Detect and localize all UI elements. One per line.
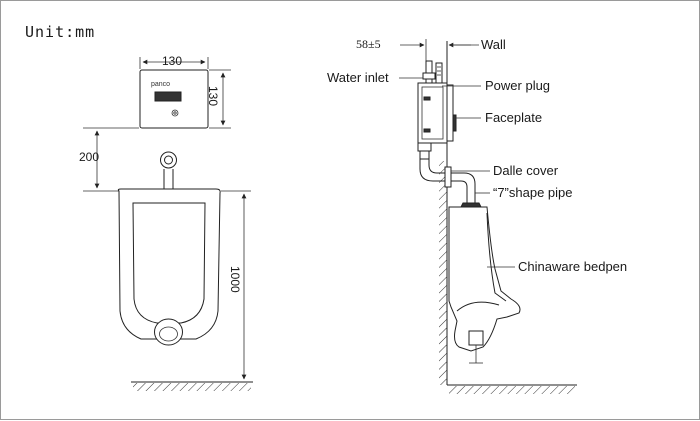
side-urinal-body: [448, 206, 521, 352]
dalle-cover: [444, 166, 452, 188]
wall-offset-label: 58±5: [356, 37, 381, 51]
faceplate-height-label: 130: [206, 86, 220, 107]
callout-faceplate: Faceplate: [485, 110, 543, 125]
brand-logo-text: panco: [151, 81, 171, 88]
water-inlet-pipe: [425, 60, 433, 84]
callout-chinaware-bedpen: Chinaware bedpen: [518, 259, 628, 274]
front-flush-pipe: [163, 169, 174, 189]
callout-power-plug: Power plug: [485, 78, 551, 93]
callout-dalle-cover: Dalle cover: [493, 163, 559, 178]
faceplate-width-label: 130: [162, 54, 183, 68]
callout-water-inlet: Water inlet: [327, 70, 389, 85]
unit-label: Unit:mm: [25, 23, 96, 41]
front-sensor-window: [154, 91, 182, 102]
front-urinal-body: [117, 188, 221, 340]
pipe-spreader: [460, 202, 482, 208]
side-faceplate: [446, 84, 454, 142]
callout-seven-shape-pipe: “7”shape pipe: [493, 185, 573, 200]
power-plug: [435, 62, 443, 84]
side-view: [399, 39, 577, 394]
front-faceplate-screw: [171, 109, 179, 117]
urinal-height-label: 1000: [228, 266, 242, 293]
front-view: [83, 57, 253, 391]
callout-wall: Wall: [481, 37, 506, 52]
height-above-urinal-label: 200: [79, 150, 100, 164]
